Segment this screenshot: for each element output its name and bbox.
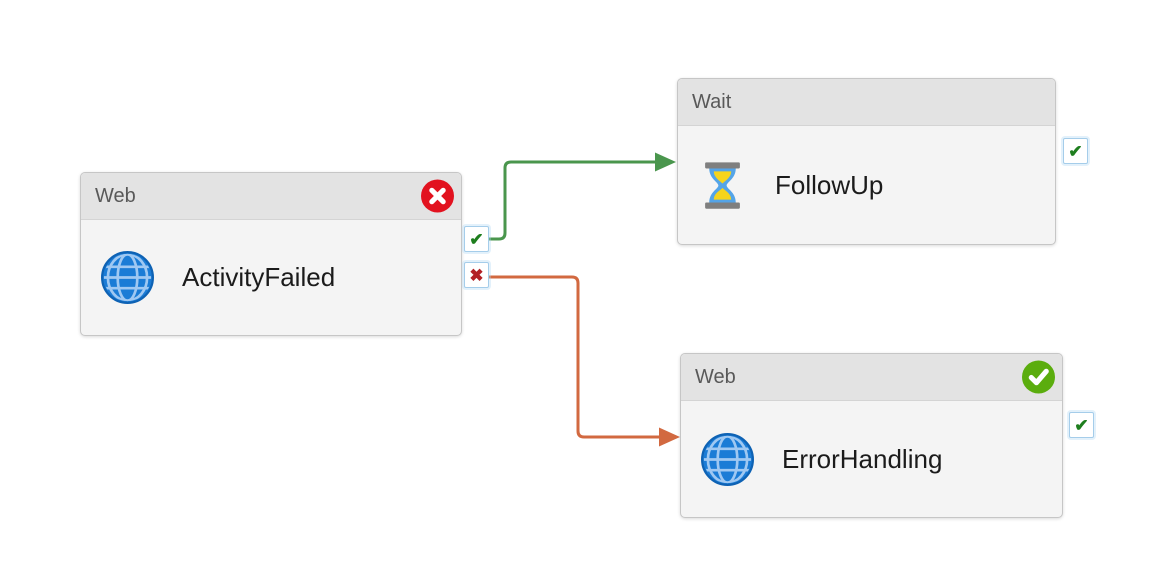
activity-type-label: Web	[95, 184, 136, 207]
success-port[interactable]: ✔	[1063, 138, 1088, 164]
node-header: Web	[681, 354, 1062, 401]
activity-node-activityfailed[interactable]: Web ActivityFailed	[80, 172, 489, 336]
status-succeeded-badge-icon	[1022, 360, 1055, 394]
success-port[interactable]: ✔	[1069, 412, 1094, 438]
node-body: FollowUp	[678, 126, 1055, 244]
node-header: Web	[81, 173, 461, 220]
globe-icon	[101, 251, 154, 304]
edge-success-arrowhead-icon	[655, 152, 676, 172]
failure-port[interactable]: ✖	[464, 262, 489, 288]
activity-name-label: FollowUp	[775, 169, 884, 200]
globe-icon	[701, 432, 754, 486]
edge-success-connector[interactable]	[489, 152, 676, 241]
edge-failure-arrowhead-icon	[659, 427, 680, 447]
activity-name-label: ErrorHandling	[782, 443, 943, 474]
check-icon: ✔	[469, 229, 484, 249]
check-icon: ✔	[1068, 141, 1083, 161]
activity-node-errorhandling[interactable]: Web ErrorHandling ✔	[680, 353, 1094, 518]
node-body: ActivityFailed	[81, 220, 461, 335]
edge-failure-line	[489, 275, 659, 439]
node-body: ErrorHandling	[681, 401, 1062, 517]
activity-node-followup[interactable]: Wait FollowUp ✔	[677, 78, 1088, 245]
cross-icon: ✖	[469, 265, 484, 285]
activity-type-label: Wait	[692, 90, 732, 113]
activity-type-label: Web	[695, 365, 736, 388]
node-header: Wait	[678, 79, 1055, 126]
status-failed-badge-icon	[421, 179, 454, 213]
edge-success-line	[489, 160, 655, 241]
activity-name-label: ActivityFailed	[182, 262, 336, 292]
success-port[interactable]: ✔	[464, 226, 489, 252]
edge-failure-connector[interactable]	[489, 275, 680, 447]
hourglass-icon	[705, 161, 740, 209]
check-icon: ✔	[1074, 415, 1089, 435]
